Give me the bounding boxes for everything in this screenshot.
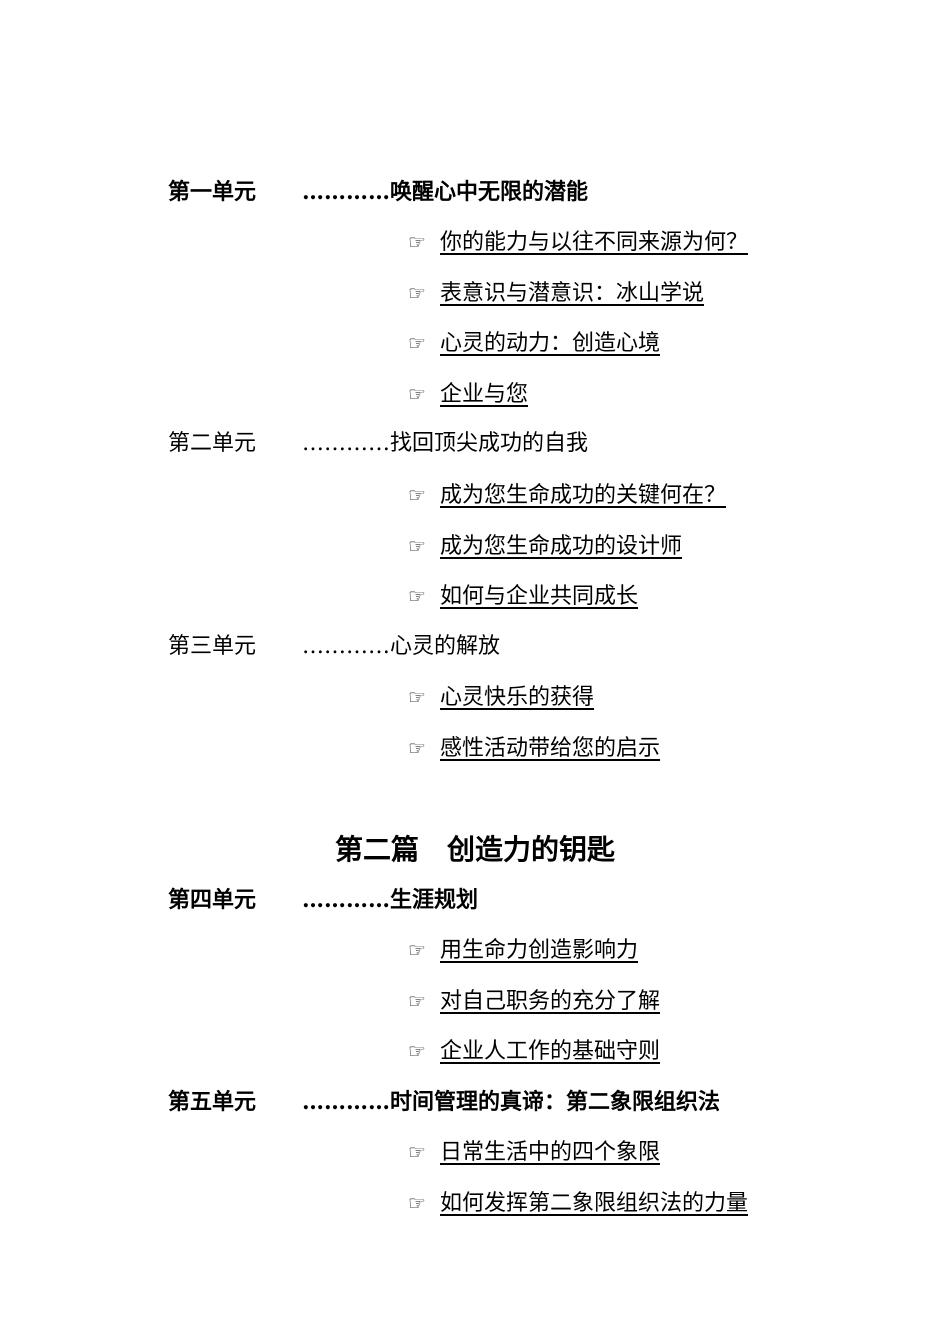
hand-pointing-right-icon: ☞ [408, 230, 426, 254]
leader-dots: ………… [302, 1089, 390, 1115]
leader-dots: ………… [302, 431, 390, 456]
unit-title[interactable]: …………唤醒心中无限的潜能 [302, 172, 588, 212]
unit-label: 第四单元 [168, 887, 257, 913]
topic-link[interactable]: 用生命力创造影响力 [440, 938, 639, 963]
unit-title-text: 找回顶尖成功的自我 [390, 431, 589, 456]
unit-title-text: 唤醒心中无限的潜能 [390, 179, 589, 205]
hand-pointing-right-icon: ☞ [408, 281, 426, 305]
section-heading: 第二篇创造力的钥匙 [0, 828, 950, 872]
section-title: 创造力的钥匙 [447, 833, 616, 866]
unit-title[interactable]: …………时间管理的真谛：第二象限组织法 [302, 1082, 720, 1122]
hand-pointing-right-icon: ☞ [408, 382, 426, 406]
unit-title[interactable]: …………心灵的解放 [302, 627, 500, 667]
leader-dots: ………… [302, 179, 390, 205]
section-part: 第二篇 [334, 833, 419, 866]
hand-pointing-right-icon: ☞ [408, 989, 426, 1013]
hand-pointing-right-icon: ☞ [408, 1191, 426, 1215]
topic-link[interactable]: 对自己职务的充分了解 [440, 989, 661, 1014]
topic-link[interactable]: 企业与您 [440, 382, 529, 407]
hand-pointing-right-icon: ☞ [408, 1140, 426, 1164]
topic-link[interactable]: 日常生活中的四个象限 [440, 1140, 661, 1165]
topic-link[interactable]: 表意识与潜意识：冰山学说 [440, 281, 705, 306]
hand-pointing-right-icon: ☞ [408, 938, 426, 962]
topic-link[interactable]: 心灵的动力：创造心境 [440, 331, 661, 356]
unit-title[interactable]: …………生涯规划 [302, 880, 478, 920]
topic-link[interactable]: 如何发挥第二象限组织法的力量 [440, 1191, 749, 1216]
leader-dots: ………… [302, 634, 390, 659]
topic-link[interactable]: 感性活动带给您的启示 [440, 736, 661, 761]
topic-link[interactable]: 成为您生命成功的设计师 [440, 534, 683, 559]
topic-link[interactable]: 心灵快乐的获得 [440, 685, 595, 710]
unit-label: 第五单元 [168, 1089, 257, 1115]
topic-link[interactable]: 成为您生命成功的关键何在？ [440, 483, 727, 508]
unit-title-text: 心灵的解放 [390, 634, 501, 659]
hand-pointing-right-icon: ☞ [408, 483, 426, 507]
unit-label: 第三单元 [168, 634, 257, 659]
topic-link[interactable]: 如何与企业共同成长 [440, 584, 639, 609]
unit-title-text: 生涯规划 [390, 887, 479, 913]
unit-title-text: 时间管理的真谛：第二象限组织法 [390, 1089, 721, 1115]
topic-link[interactable]: 你的能力与以往不同来源为何？ [440, 230, 749, 255]
unit-label: 第一单元 [168, 179, 257, 205]
hand-pointing-right-icon: ☞ [408, 331, 426, 355]
unit-title[interactable]: …………找回顶尖成功的自我 [302, 424, 588, 464]
unit-label: 第二单元 [168, 431, 257, 456]
hand-pointing-right-icon: ☞ [408, 685, 426, 709]
leader-dots: ………… [302, 887, 390, 913]
hand-pointing-right-icon: ☞ [408, 534, 426, 558]
hand-pointing-right-icon: ☞ [408, 736, 426, 760]
hand-pointing-right-icon: ☞ [408, 1039, 426, 1063]
topic-link[interactable]: 企业人工作的基础守则 [440, 1039, 661, 1064]
hand-pointing-right-icon: ☞ [408, 584, 426, 608]
